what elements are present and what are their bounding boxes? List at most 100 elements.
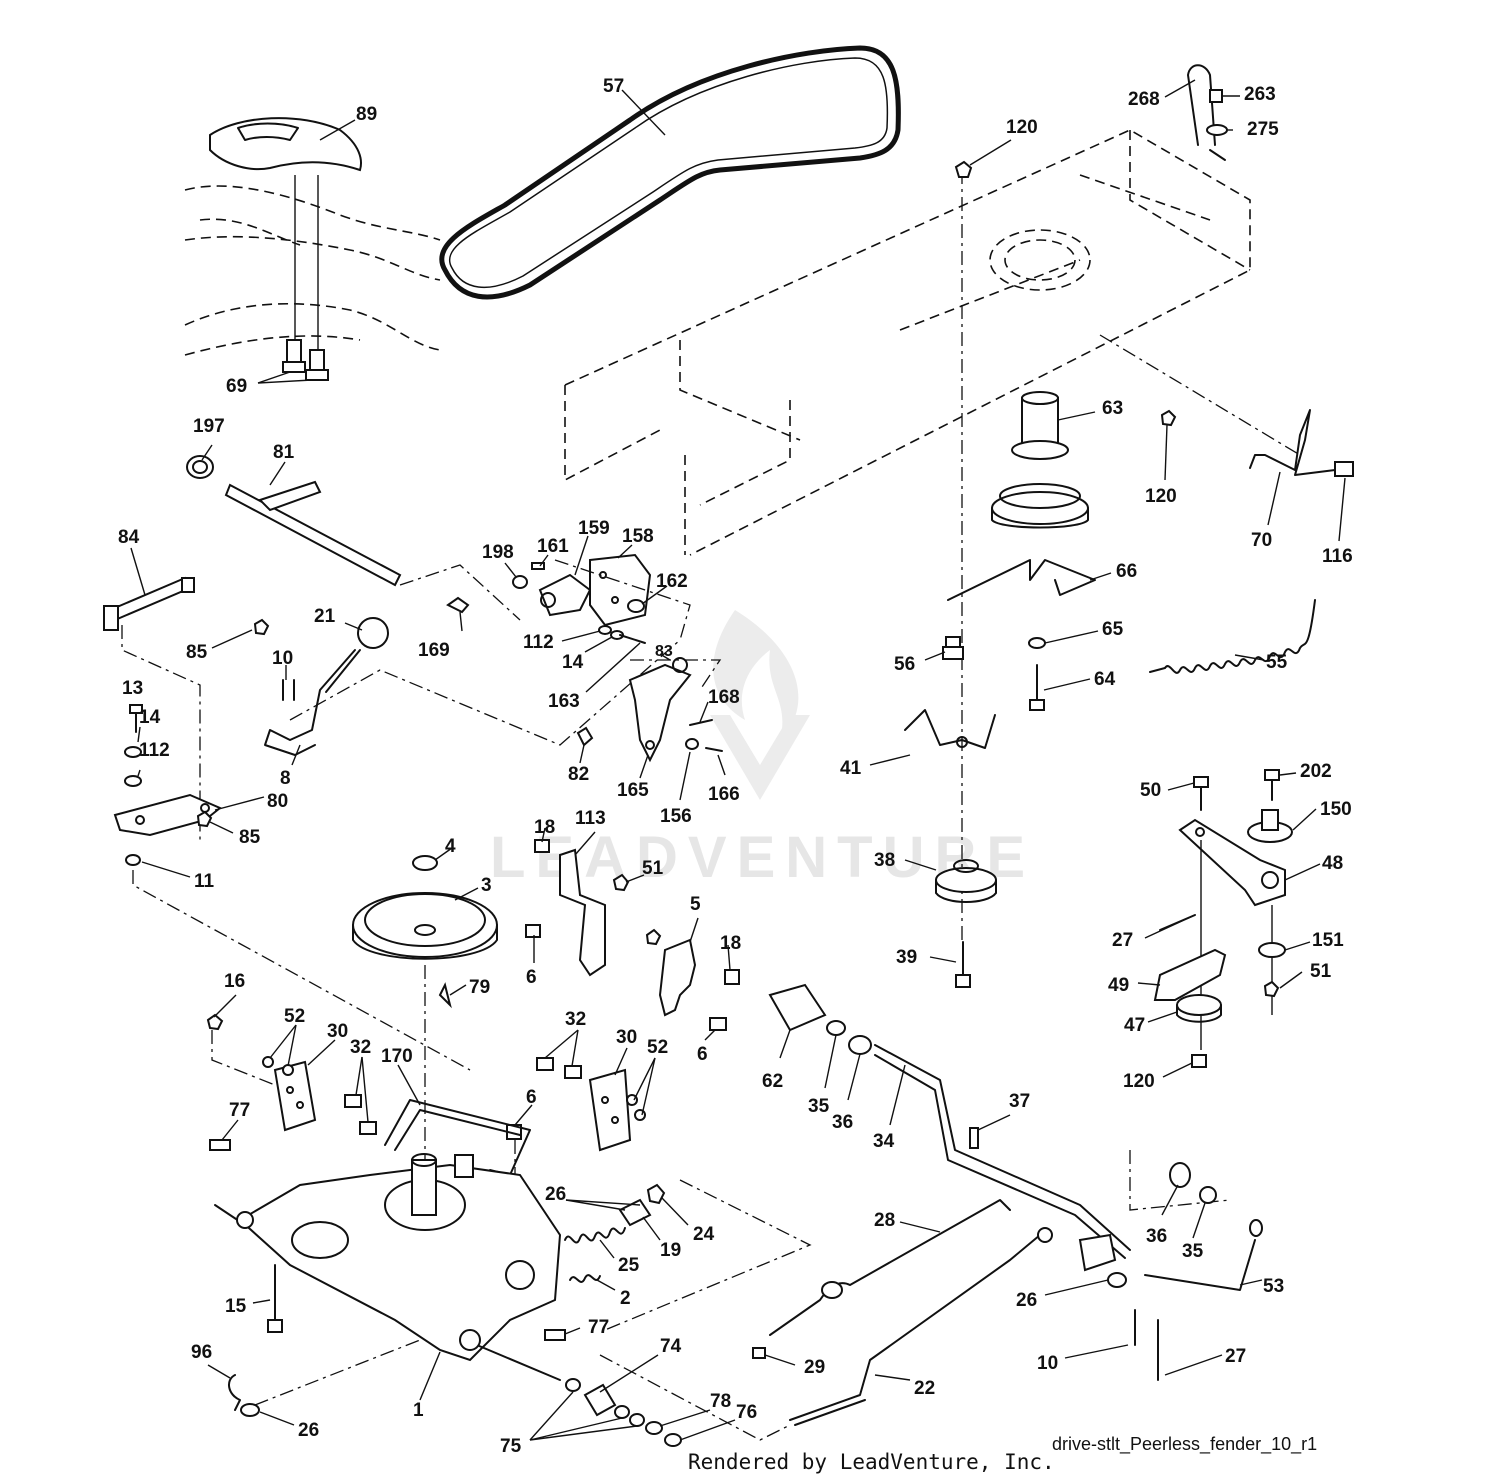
callout-120: 120: [1006, 117, 1038, 138]
callout-112b: 112: [523, 632, 554, 653]
callout-83: 83: [655, 643, 673, 660]
callout-6b: 6: [697, 1044, 708, 1065]
callout-96: 96: [191, 1342, 212, 1363]
callout-16: 16: [224, 971, 245, 992]
pulley-63: [991, 391, 1089, 529]
callout-24: 24: [693, 1224, 715, 1245]
washer-26: [240, 1403, 260, 1417]
callout-30: 30: [327, 1021, 348, 1042]
callout-32b: 32: [565, 1009, 586, 1030]
bolt-168: [689, 719, 713, 726]
callout-29: 29: [804, 1357, 825, 1378]
leader-lines: [130, 79, 1346, 1441]
nut-51: [612, 873, 630, 892]
callout-202: 202: [1300, 761, 1332, 782]
callout-169: 169: [418, 640, 450, 661]
fender-cap: [209, 117, 362, 172]
bolt-163: [619, 634, 646, 644]
callout-120c: 120: [1123, 1071, 1155, 1092]
bracket-49: [1153, 948, 1227, 1001]
washer-26c: [1107, 1272, 1127, 1288]
callout-161: 161: [537, 536, 569, 557]
washer-76: [664, 1433, 682, 1447]
callout-158: 158: [622, 526, 654, 547]
callout-275: 275: [1247, 119, 1279, 140]
callout-165: 165: [617, 780, 649, 801]
callout-62: 62: [762, 1071, 783, 1092]
callout-63: 63: [1102, 398, 1123, 419]
callout-65: 65: [1102, 619, 1124, 640]
callout-25: 25: [618, 1255, 640, 1276]
callout-51: 51: [642, 858, 664, 879]
callout-263: 263: [1244, 84, 1276, 105]
callout-27b: 27: [1225, 1346, 1246, 1367]
bracket-113: [559, 848, 606, 977]
callout-74: 74: [660, 1336, 682, 1357]
callout-35: 35: [808, 1096, 830, 1117]
bolt-166: [705, 747, 723, 752]
callout-163: 163: [548, 691, 580, 712]
callout-6: 6: [526, 967, 537, 988]
clip-275b: [1209, 149, 1226, 161]
bolt-39: [955, 941, 971, 988]
callout-82: 82: [568, 764, 589, 785]
bushing-197: [186, 455, 214, 479]
washer-275: [1206, 124, 1228, 136]
callout-150: 150: [1320, 799, 1352, 820]
callout-78: 78: [710, 1391, 731, 1412]
callout-55: 55: [1266, 652, 1288, 673]
callout-30b: 30: [616, 1027, 637, 1048]
callout-156: 156: [660, 806, 692, 827]
callout-168: 168: [708, 687, 740, 708]
callout-26c: 26: [1016, 1290, 1037, 1311]
callout-120b: 120: [1145, 486, 1177, 507]
shaft-81: [224, 480, 402, 587]
callout-80: 80: [267, 791, 288, 812]
callout-66: 66: [1116, 561, 1137, 582]
nut-51b: [1263, 980, 1280, 998]
pulley-47: [1176, 994, 1222, 1023]
washer-65: [1028, 637, 1046, 649]
rod-22: [789, 1234, 1041, 1426]
washer-14: [124, 746, 142, 758]
key-79: [438, 982, 452, 1009]
callout-89: 89: [356, 104, 377, 125]
callout-39: 39: [896, 947, 917, 968]
callout-14b: 14: [562, 652, 584, 673]
nut-162: [627, 599, 645, 613]
clip-82: [576, 726, 594, 747]
render-credit: Rendered by LeadVenture, Inc.: [688, 1450, 1055, 1474]
callout-14: 14: [139, 707, 161, 728]
callout-166: 166: [708, 784, 740, 805]
washer-78: [645, 1421, 663, 1435]
callout-116: 116: [1322, 546, 1353, 567]
callout-27: 27: [1112, 930, 1133, 951]
nut-120a: [954, 160, 973, 178]
washer-36: [848, 1035, 872, 1055]
callout-197: 197: [193, 416, 225, 437]
callout-36: 36: [832, 1112, 853, 1133]
callout-70: 70: [1251, 530, 1272, 551]
bolts-52b: [626, 1094, 646, 1121]
callout-22: 22: [914, 1378, 935, 1399]
callout-15: 15: [225, 1296, 247, 1317]
idler-arm-41: [904, 709, 996, 749]
spring-25: [564, 1198, 652, 1244]
spacer-74: [583, 1383, 617, 1417]
callout-18b: 18: [720, 933, 741, 954]
ring-4: [412, 855, 438, 871]
washer-198: [512, 575, 528, 589]
drive-belt: [439, 45, 901, 300]
callout-21: 21: [314, 606, 336, 627]
bolt-50: [1193, 776, 1209, 811]
callout-10b: 10: [1037, 1353, 1058, 1374]
nut-85b: [196, 810, 213, 828]
tab-37: [969, 1127, 979, 1149]
callout-52: 52: [284, 1006, 305, 1027]
bolts-52a: [262, 1056, 294, 1076]
callout-19: 19: [660, 1240, 681, 1261]
callout-8: 8: [280, 768, 291, 789]
callout-28: 28: [874, 1210, 895, 1231]
callout-84: 84: [118, 527, 140, 548]
callout-64: 64: [1094, 669, 1116, 690]
